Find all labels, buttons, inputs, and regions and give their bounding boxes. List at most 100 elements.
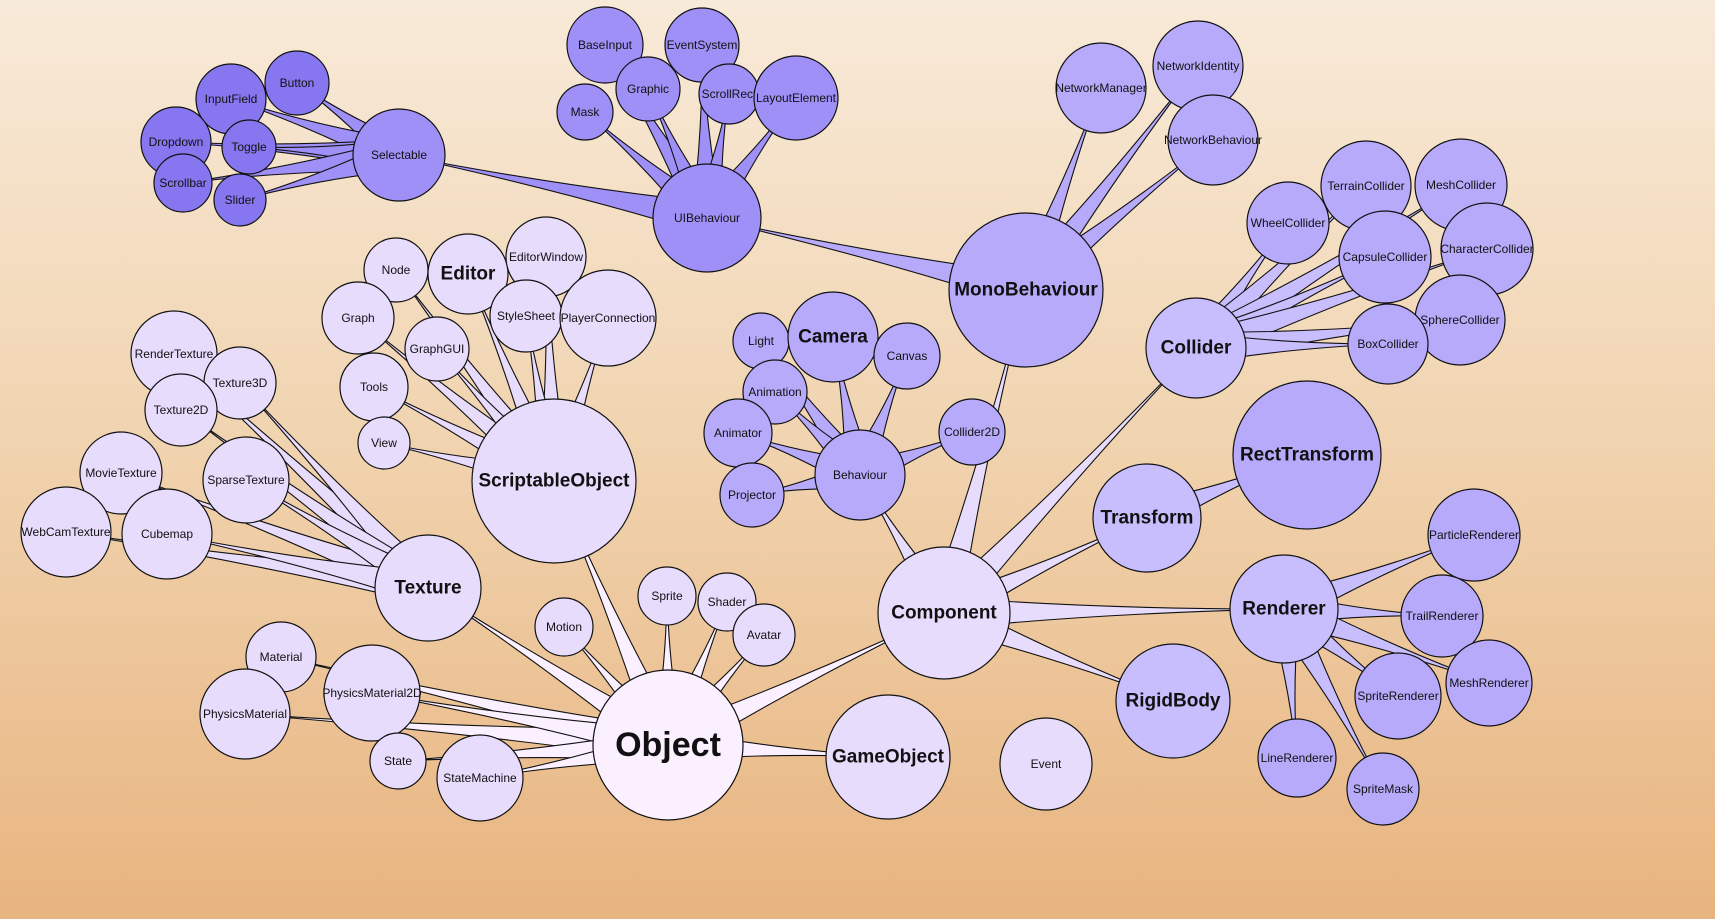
node-circle-component	[877, 546, 1011, 680]
node-label-dropdown: Dropdown	[149, 135, 204, 149]
node-wheelcollider: WheelCollider	[1246, 181, 1330, 265]
node-circle-view	[357, 416, 411, 470]
node-circle-event	[999, 717, 1093, 811]
node-label-networkbehaviour: NetworkBehaviour	[1164, 133, 1262, 147]
node-spriterenderer: SpriteRenderer	[1354, 652, 1442, 740]
node-circle-button	[264, 50, 330, 116]
node-circle-uibehaviour	[652, 163, 762, 273]
node-toggle: Toggle	[221, 119, 277, 175]
node-label-physicsmaterial2d: PhysicsMaterial2D	[322, 686, 422, 700]
nodes-layer: ObjectScriptableObjectTextureComponentGa…	[20, 6, 1534, 826]
node-event: Event	[999, 717, 1093, 811]
node-circle-scrollbar	[153, 153, 213, 213]
node-label-inputfield: InputField	[205, 92, 258, 106]
node-label-button: Button	[280, 76, 315, 90]
node-label-slider: Slider	[225, 193, 256, 207]
node-circle-graphgui	[404, 316, 470, 382]
node-sprite: Sprite	[637, 566, 697, 626]
node-selectable: Selectable	[352, 108, 446, 202]
node-circle-canvas	[873, 322, 941, 390]
node-eventsystem: EventSystem	[664, 7, 740, 83]
node-camera: Camera	[787, 291, 879, 383]
node-state: State	[369, 732, 427, 790]
node-circle-editor	[427, 233, 509, 315]
node-circle-networkmanager	[1055, 42, 1147, 134]
node-canvas: Canvas	[873, 322, 941, 390]
node-label-baseinput: BaseInput	[578, 38, 633, 52]
node-circle-toggle	[221, 119, 277, 175]
node-circle-layoutelement	[753, 55, 839, 141]
node-projector: Projector	[719, 462, 785, 528]
node-label-projector: Projector	[728, 488, 776, 502]
node-circle-texture2d	[144, 373, 218, 447]
node-light: Light	[732, 312, 790, 370]
node-object: Object	[592, 669, 744, 821]
node-label-spherecollider: SphereCollider	[1420, 313, 1499, 327]
node-label-object: Object	[615, 726, 721, 764]
node-behaviour: Behaviour	[814, 429, 906, 521]
node-circle-projector	[719, 462, 785, 528]
node-circle-motion	[534, 597, 594, 657]
node-texture: Texture	[374, 534, 482, 642]
node-circle-monobehaviour	[948, 212, 1104, 368]
node-label-editorwindow: EditorWindow	[509, 250, 583, 264]
node-label-texture3d: Texture3D	[213, 376, 268, 390]
node-label-statemachine: StateMachine	[443, 771, 517, 785]
node-circle-baseinput	[566, 6, 644, 84]
node-label-scrollbar: Scrollbar	[159, 176, 206, 190]
node-renderer: Renderer	[1229, 554, 1339, 664]
node-label-graphic: Graphic	[627, 82, 669, 96]
node-layoutelement: LayoutElement	[753, 55, 839, 141]
node-label-wheelcollider: WheelCollider	[1251, 216, 1326, 230]
node-label-physicsmaterial: PhysicsMaterial	[203, 707, 287, 721]
node-collider: Collider	[1145, 297, 1247, 399]
node-label-terraincollider: TerrainCollider	[1327, 179, 1404, 193]
node-texture3d: Texture3D	[203, 346, 277, 420]
node-monobehaviour: MonoBehaviour	[948, 212, 1104, 368]
node-label-meshrenderer: MeshRenderer	[1449, 676, 1528, 690]
node-inputfield: InputField	[195, 63, 267, 135]
node-animator: Animator	[703, 398, 773, 468]
node-circle-selectable	[352, 108, 446, 202]
node-circle-boxcollider	[1347, 303, 1429, 385]
node-circle-statemachine	[436, 734, 524, 822]
node-stylesheet: StyleSheet	[489, 279, 563, 353]
node-label-component: Component	[891, 603, 997, 624]
node-transform: Transform	[1092, 463, 1202, 573]
node-label-rigidbody: RigidBody	[1126, 691, 1221, 712]
node-label-material: Material	[260, 650, 303, 664]
node-circle-physicsmaterial	[199, 668, 291, 760]
node-scriptableobject: ScriptableObject	[471, 398, 637, 564]
node-spritemask: SpriteMask	[1346, 752, 1420, 826]
node-label-graphgui: GraphGUI	[410, 342, 465, 356]
node-circle-networkbehaviour	[1167, 94, 1259, 186]
node-circle-trailrenderer	[1400, 574, 1484, 658]
node-label-rendertexture: RenderTexture	[135, 347, 214, 361]
node-graphgui: GraphGUI	[404, 316, 470, 382]
node-label-texture: Texture	[394, 578, 461, 599]
node-button: Button	[264, 50, 330, 116]
node-circle-sparsetexture	[202, 436, 290, 524]
node-label-toggle: Toggle	[231, 140, 267, 154]
node-label-mask: Mask	[571, 105, 601, 119]
node-label-collider: Collider	[1161, 338, 1232, 359]
node-graph: Graph	[321, 281, 395, 355]
node-tools: Tools	[339, 352, 409, 422]
node-label-renderer: Renderer	[1242, 599, 1326, 620]
node-label-trailrenderer: TrailRenderer	[1406, 609, 1479, 623]
node-charactercollider: CharacterCollider	[1440, 202, 1534, 296]
node-label-spriterenderer: SpriteRenderer	[1357, 689, 1438, 703]
node-circle-playerconnection	[559, 269, 657, 367]
node-circle-wheelcollider	[1246, 181, 1330, 265]
node-circle-rigidbody	[1115, 643, 1231, 759]
node-collider2d: Collider2D	[938, 398, 1006, 466]
node-terraincollider: TerrainCollider	[1320, 140, 1412, 232]
node-baseinput: BaseInput	[566, 6, 644, 84]
node-label-boxcollider: BoxCollider	[1357, 337, 1418, 351]
node-label-charactercollider: CharacterCollider	[1440, 242, 1533, 256]
node-circle-graphic	[615, 56, 681, 122]
node-label-shader: Shader	[708, 595, 747, 609]
node-component: Component	[877, 546, 1011, 680]
node-label-capsulecollider: CapsuleCollider	[1343, 250, 1428, 264]
